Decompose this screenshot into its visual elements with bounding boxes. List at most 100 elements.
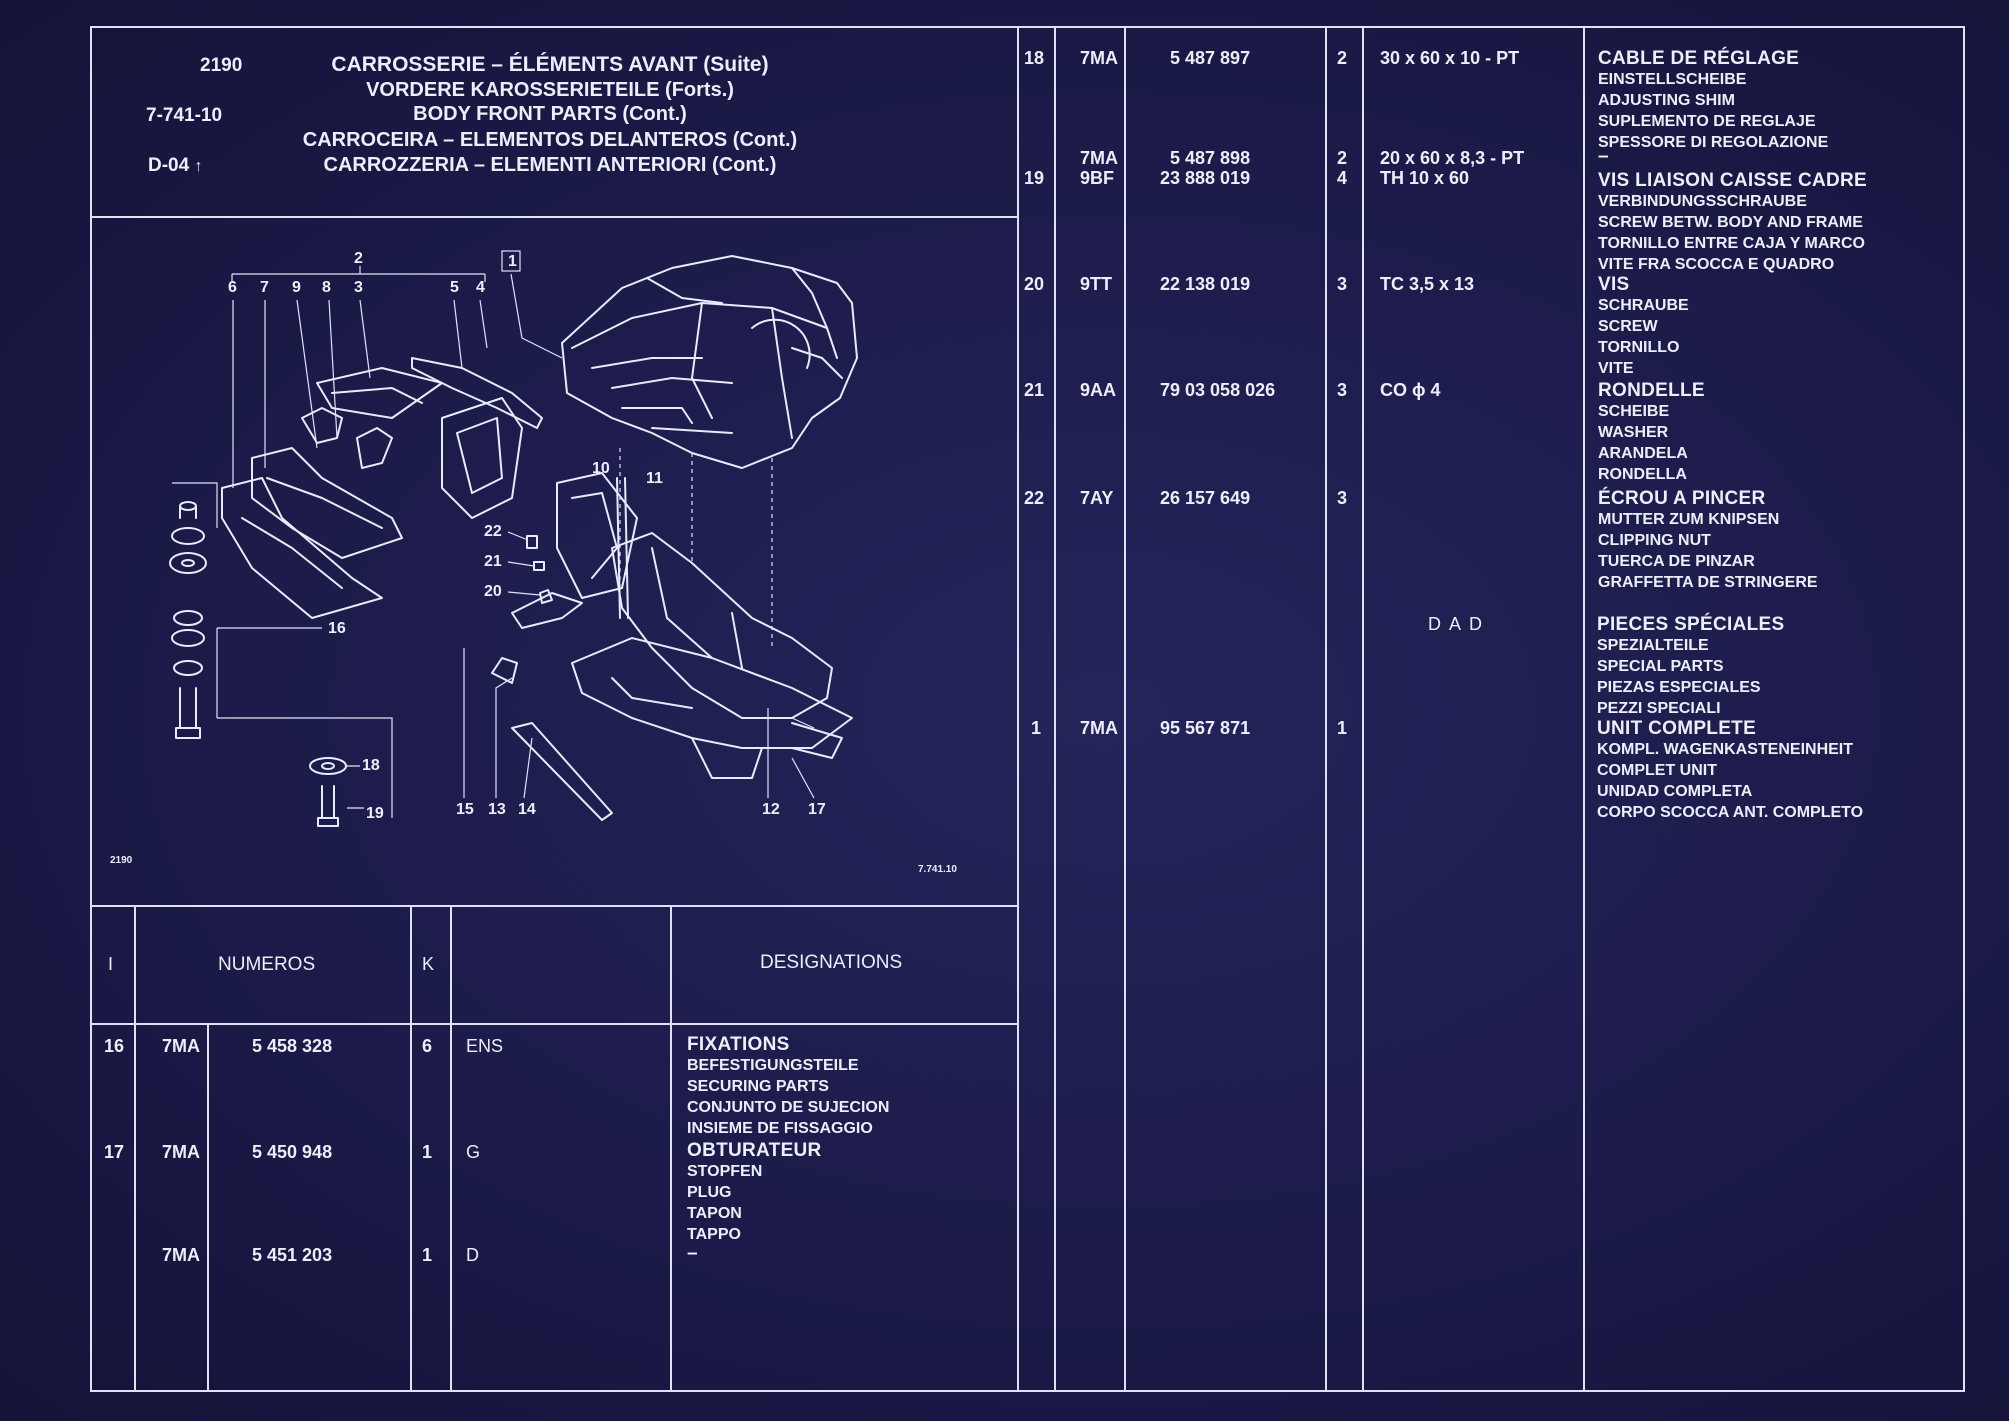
subframe <box>571 532 853 779</box>
designation-de: EINSTELLSCHEIBE <box>1598 71 1747 88</box>
col-line <box>1124 26 1126 1392</box>
callout-14: 14 <box>518 801 536 818</box>
cell-k: 4 <box>1337 168 1348 188</box>
cell-prefix: 9TT <box>1080 274 1113 294</box>
designation-main: – <box>1598 146 1609 167</box>
callout-3: 3 <box>354 279 363 296</box>
callout-7: 7 <box>260 279 269 296</box>
cell-number: 22 138 019 <box>1160 274 1251 294</box>
designation-es: SUPLEMENTO DE REGLAJE <box>1598 113 1816 130</box>
left-panel-divider <box>1017 26 1019 1392</box>
cell-number: 5 451 203 <box>252 1245 333 1265</box>
cell-number: 23 888 019 <box>1160 168 1251 188</box>
cell-prefix: 7MA <box>1080 718 1119 738</box>
cell-extra: G <box>466 1142 481 1162</box>
designation-main: FIXATIONS <box>687 1034 790 1055</box>
designation-en: WASHER <box>1598 424 1669 441</box>
cell-designation: RONDELLE SCHEIBE WASHER ARANDELA RONDELL… <box>1598 380 1705 485</box>
cell-i: 16 <box>104 1036 125 1056</box>
col-line <box>450 905 452 1392</box>
cell-extra: ENS <box>466 1036 504 1056</box>
callout-12: 12 <box>762 801 780 818</box>
header-section: D-04 ↑ <box>148 155 202 177</box>
cell-prefix: 7MA <box>162 1245 201 1265</box>
designation-es: PIEZAS ESPECIALES <box>1597 679 1761 696</box>
designation-it: RONDELLA <box>1598 466 1687 483</box>
cell-k: 2 <box>1337 148 1348 168</box>
designation-it: TAPPO <box>687 1226 741 1243</box>
cell-k: 3 <box>1337 380 1348 400</box>
callout-5: 5 <box>450 279 459 296</box>
table-header-divider <box>90 1023 1018 1025</box>
designation-de: STOPFEN <box>687 1163 763 1180</box>
designation-it: VITE FRA SCOCCA E QUADRO <box>1598 256 1835 273</box>
designation-main: RONDELLE <box>1598 380 1705 401</box>
designation-main: CABLE DE RÉGLAGE <box>1598 48 1800 69</box>
cell-i: 1 <box>1031 718 1042 738</box>
header-title-de: VORDERE KAROSSERIETEILE (Forts.) <box>366 79 734 101</box>
callout-15: 15 <box>456 801 474 818</box>
designation-main: ÉCROU A PINCER <box>1598 488 1766 509</box>
cell-prefix: 7MA <box>1080 48 1119 68</box>
designation-es: CONJUNTO DE SUJECION <box>687 1099 890 1116</box>
cell-i: 20 <box>1024 274 1045 294</box>
cell-number: 95 567 871 <box>1160 718 1251 738</box>
cell-designation: – <box>1598 146 1609 167</box>
callout-17: 17 <box>808 801 826 818</box>
header-title-es: CARROCEIRA – ELEMENTOS DELANTEROS (Cont.… <box>302 129 798 151</box>
designation-main: UNIT COMPLETE <box>1597 718 1757 739</box>
designation-es: UNIDAD COMPLETA <box>1597 783 1753 800</box>
cell-i: 22 <box>1024 488 1045 508</box>
designation-en: SCREW BETW. BODY AND FRAME <box>1598 214 1863 231</box>
cell-designation: FIXATIONS BEFESTIGUNGSTEILE SECURING PAR… <box>687 1034 889 1139</box>
diagram-code-small: 2190 <box>110 855 133 866</box>
designation-de: SCHRAUBE <box>1598 297 1689 314</box>
designation-en: SPECIAL PARTS <box>1597 658 1724 675</box>
cell-k: 3 <box>1337 274 1348 294</box>
cell-i: 19 <box>1024 168 1045 188</box>
designation-it: PEZZI SPECIALI <box>1597 700 1721 717</box>
cell-k: 1 <box>422 1142 433 1162</box>
cell-designation: – <box>687 1243 698 1264</box>
header-code: 2190 <box>200 55 243 76</box>
body-shell <box>561 255 858 469</box>
cell-prefix: 7MA <box>1080 148 1119 168</box>
callout-21: 21 <box>484 553 502 570</box>
cell-dim: TC 3,5 x 13 <box>1380 274 1475 294</box>
cell-dim: 20 x 60 x 8,3 - PT <box>1380 148 1525 168</box>
cell-k: 2 <box>1337 48 1348 68</box>
designation-en: SECURING PARTS <box>687 1078 829 1095</box>
cell-prefix: 7MA <box>162 1142 201 1162</box>
callout-1: 1 <box>508 253 517 270</box>
designation-en: ADJUSTING SHIM <box>1598 92 1735 109</box>
diagram-divider <box>90 905 1018 907</box>
cell-number: 5 487 897 <box>1170 48 1251 68</box>
cell-prefix: 9BF <box>1080 168 1115 188</box>
header-title-en: BODY FRONT PARTS (Cont.) <box>413 103 687 125</box>
designation-de: SCHEIBE <box>1598 403 1670 420</box>
designation-de: BEFESTIGUNGSTEILE <box>687 1057 859 1074</box>
col-line <box>1583 26 1585 1392</box>
callout-16: 16 <box>328 620 346 637</box>
diagram-ref-small: 7.741.10 <box>918 864 957 875</box>
cell-k: 1 <box>1337 718 1348 738</box>
cell-number: 5 458 328 <box>252 1036 333 1056</box>
designation-it: INSIEME DE FISSAGGIO <box>687 1120 873 1137</box>
designation-de: KOMPL. WAGENKASTENEINHEIT <box>1597 741 1854 758</box>
callout-22: 22 <box>484 523 502 540</box>
cell-prefix: 7MA <box>162 1036 201 1056</box>
cell-extra: D <box>466 1245 479 1265</box>
callout-box <box>501 250 521 272</box>
designation-es: TAPON <box>687 1205 742 1222</box>
callout-19: 19 <box>366 805 384 822</box>
fastener-stack <box>169 482 393 827</box>
callout-20: 20 <box>484 583 502 600</box>
th-designations: DESIGNATIONS <box>760 952 903 973</box>
cell-i: 21 <box>1024 380 1045 400</box>
callout-6: 6 <box>228 279 237 296</box>
designation-de: VERBINDUNGSSCHRAUBE <box>1598 193 1807 210</box>
col-line <box>410 905 412 1392</box>
cell-designation: UNIT COMPLETE KOMPL. WAGENKASTENEINHEIT … <box>1597 718 1863 823</box>
outer-frame <box>90 26 1965 1392</box>
